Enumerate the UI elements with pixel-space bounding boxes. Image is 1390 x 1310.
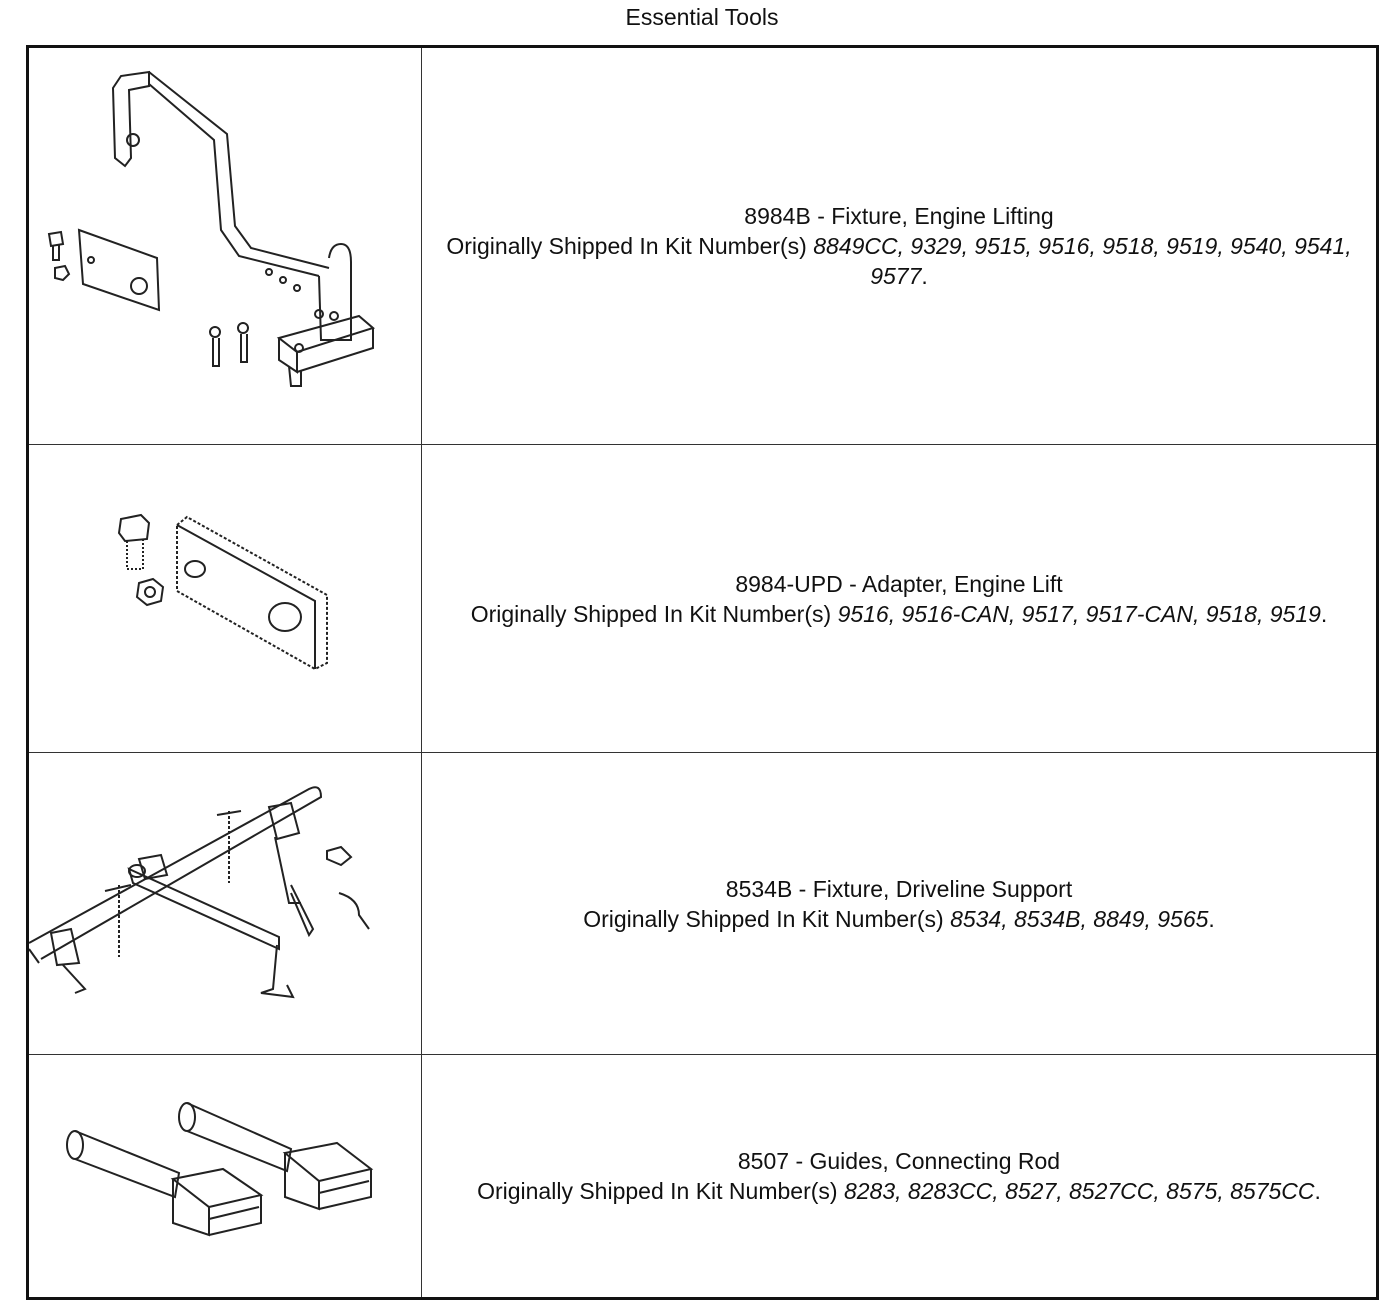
tool-description-cell: 8984-UPD - Adapter, Engine Lift Original… (422, 445, 1376, 752)
kit-prefix: Originally Shipped In Kit Number(s) (446, 233, 814, 259)
tool-row: 8534B - Fixture, Driveline Support Origi… (29, 753, 1376, 1055)
kit-prefix: Originally Shipped In Kit Number(s) (583, 905, 951, 932)
kit-suffix: . (1208, 905, 1215, 932)
driveline-support-fixture-drawing-icon (29, 786, 370, 999)
tool-image-cell (29, 753, 422, 1054)
engine-lift-adapter-drawing-icon (117, 513, 328, 671)
kit-numbers: 8534, 8534B, 8849, 9565 (950, 905, 1209, 932)
tool-image-cell (29, 1055, 422, 1297)
kit-prefix: Originally Shipped In Kit Number(s) (477, 1178, 844, 1204)
kit-prefix: Originally Shipped In Kit Number(s) (470, 600, 838, 627)
kit-numbers-line: Originally Shipped In Kit Number(s) 8283… (477, 1176, 1321, 1206)
kit-numbers: 8283, 8283CC, 8527, 8527CC, 8575, 8575CC (843, 1178, 1315, 1204)
kit-suffix: . (921, 263, 928, 289)
tool-name: 8507 - Guides, Connecting Rod (737, 1148, 1061, 1174)
tool-description-cell: 8507 - Guides, Connecting Rod Originally… (422, 1055, 1376, 1297)
kit-numbers-line: Originally Shipped In Kit Number(s) 9516… (471, 599, 1328, 629)
kit-suffix: . (1320, 600, 1328, 627)
tool-description-cell: 8534B - Fixture, Driveline Support Origi… (422, 753, 1376, 1054)
engine-lifting-fixture-drawing-icon (47, 70, 376, 387)
kit-numbers: 8849CC, 9329, 9515, 9516, 9518, 9519, 95… (813, 233, 1352, 289)
tool-image-cell (29, 445, 422, 752)
kit-numbers-line: Originally Shipped In Kit Number(s) 8849… (432, 231, 1366, 291)
tool-name: 8534B - Fixture, Driveline Support (725, 875, 1073, 902)
page-title: Essential Tools (625, 4, 779, 30)
kit-numbers-line: Originally Shipped In Kit Number(s) 8534… (583, 904, 1215, 934)
kit-numbers: 9516, 9516-CAN, 9517, 9517-CAN, 9518, 95… (837, 600, 1321, 627)
essential-tools-table: 8984B - Fixture, Engine Lifting Original… (26, 45, 1379, 1300)
tool-image-cell (29, 48, 422, 444)
tool-row: 8984B - Fixture, Engine Lifting Original… (29, 48, 1376, 445)
tool-name: 8984B - Fixture, Engine Lifting (744, 203, 1054, 229)
tool-row: 8507 - Guides, Connecting Rod Originally… (29, 1055, 1376, 1297)
kit-suffix: . (1314, 1178, 1321, 1204)
tool-name: 8984-UPD - Adapter, Engine Lift (735, 570, 1063, 597)
connecting-rod-guides-drawing-icon (66, 1102, 374, 1237)
tool-description-cell: 8984B - Fixture, Engine Lifting Original… (422, 48, 1376, 444)
tool-row: 8984-UPD - Adapter, Engine Lift Original… (29, 445, 1376, 753)
